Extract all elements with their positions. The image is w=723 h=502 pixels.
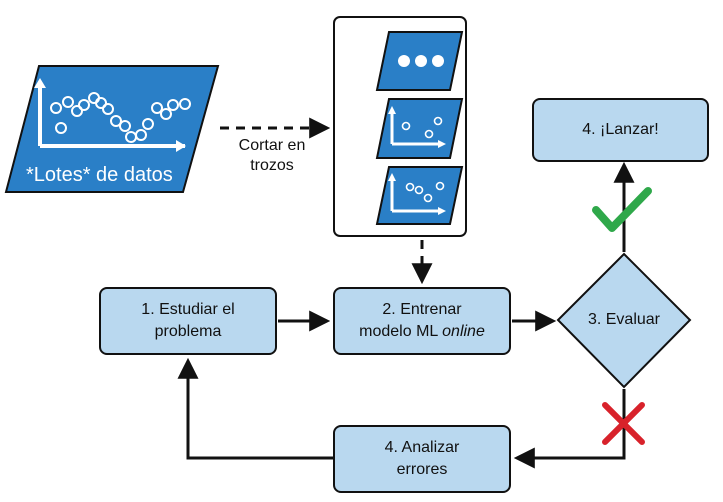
evaluate-label: 3. Evaluar xyxy=(587,311,661,328)
chunk-scatter-1[interactable] xyxy=(375,98,464,159)
dataset-node[interactable] xyxy=(4,65,220,193)
dot-icon xyxy=(432,55,444,67)
check-icon xyxy=(592,187,652,232)
dataset-label: *Lotes* de datos xyxy=(26,164,173,186)
chunk-ellipsis[interactable] xyxy=(375,31,464,91)
train-label-line2-italic: online xyxy=(442,323,485,340)
edge-evaluate-to-analyze xyxy=(513,389,626,469)
evaluate-diamond[interactable] xyxy=(556,252,692,389)
train-label-line1: 2. Entrenar xyxy=(382,301,462,318)
chunk-edge-label-line2: trozos xyxy=(250,157,294,174)
study-box[interactable] xyxy=(99,287,277,355)
study-label-line1: 1. Estudiar el xyxy=(141,301,235,318)
analyze-label-line2: errores xyxy=(396,461,448,478)
chunk-edge-label-line1: Cortar en xyxy=(238,137,306,154)
dataset-scatter-icon xyxy=(34,78,191,152)
study-label: 1. Estudiar el problema xyxy=(100,288,276,354)
cross-icon xyxy=(602,402,645,445)
analyze-label-line1: 4. Analizar xyxy=(384,439,460,456)
analyze-label: 4. Analizar errores xyxy=(334,426,510,492)
launch-label: 4. ¡Lanzar! xyxy=(582,121,659,138)
train-label-line2: modelo ML online xyxy=(359,321,485,343)
train-label: 2. Entrenar modelo ML online xyxy=(334,288,510,354)
dot-icon xyxy=(415,55,427,67)
launch-box[interactable] xyxy=(532,98,709,162)
study-label-line2: problema xyxy=(154,323,222,340)
chunk-scatter-2[interactable] xyxy=(375,166,464,225)
edge-analyze-to-study xyxy=(177,357,334,460)
dot-icon xyxy=(398,55,410,67)
train-box[interactable] xyxy=(333,287,511,355)
train-label-line2-prefix: modelo ML xyxy=(359,323,443,340)
chunk-edge-label: Cortar en trozos xyxy=(222,136,322,176)
